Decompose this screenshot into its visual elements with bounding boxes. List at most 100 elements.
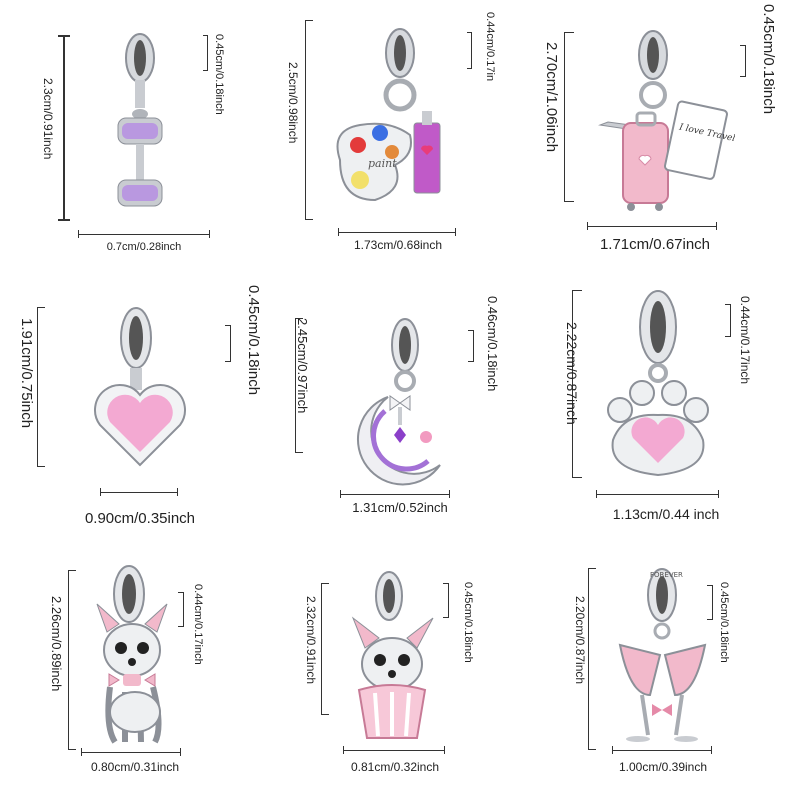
height-dimension-cap bbox=[58, 35, 70, 37]
width-label: 0.90cm/0.35inch bbox=[84, 510, 196, 527]
width-label: 0.80cm/0.31inch bbox=[90, 760, 180, 774]
height-dimension-line bbox=[63, 35, 65, 221]
bail-dimension-cap bbox=[467, 32, 472, 33]
width-label: 0.81cm/0.32inch bbox=[350, 760, 440, 774]
height-dimension-cap bbox=[68, 749, 76, 750]
moon-charm-image bbox=[356, 318, 441, 486]
height-dimension-cap bbox=[321, 583, 329, 584]
width-dimension-line bbox=[338, 232, 456, 233]
bail-label: 0.45cm/0.18inch bbox=[760, 4, 777, 115]
champagne-charm-image: FOREVER bbox=[618, 568, 707, 742]
width-label: 1.31cm/0.52inch bbox=[352, 500, 448, 515]
bail-dimension-cap bbox=[725, 336, 731, 337]
width-dimension-cap bbox=[455, 228, 456, 236]
width-dimension-cap bbox=[596, 490, 597, 498]
bail-label: 0.45cm/0.18inch bbox=[718, 582, 730, 663]
bail-dimension-cap bbox=[178, 626, 184, 627]
bail-dimension-line bbox=[745, 45, 746, 77]
height-label: 2.32cm/0.91inch bbox=[304, 596, 318, 685]
bail-dimension-cap bbox=[178, 592, 184, 593]
width-label: 1.73cm/0.68inch bbox=[353, 238, 443, 252]
height-label: 2.26cm/0.89inch bbox=[49, 596, 64, 692]
height-dimension-cap bbox=[68, 570, 76, 571]
width-dimension-cap bbox=[78, 230, 79, 238]
height-dimension-line bbox=[295, 318, 296, 453]
height-dimension-cap bbox=[295, 452, 303, 453]
width-dimension-line bbox=[596, 494, 719, 495]
width-label: 1.13cm/0.44 inch bbox=[612, 506, 720, 522]
height-label: 2.5cm/0.98inch bbox=[286, 62, 300, 144]
bail-dimension-cap bbox=[468, 330, 474, 331]
bail-dimension-cap bbox=[468, 361, 474, 362]
bail-dimension-cap bbox=[740, 45, 746, 46]
width-dimension-cap bbox=[343, 746, 344, 754]
width-dimension-cap bbox=[587, 222, 588, 230]
height-dimension-cap bbox=[37, 307, 45, 308]
bail-dimension-line bbox=[448, 583, 449, 618]
bail-label: 0.45cm/0.18inch bbox=[462, 582, 474, 663]
height-label: 2.20cm/0.87inch bbox=[573, 596, 587, 685]
height-label: 2.3cm/0.91inch bbox=[41, 78, 55, 160]
cupcake-charm-image bbox=[351, 571, 434, 739]
height-dimension-cap bbox=[588, 568, 596, 569]
width-dimension-line bbox=[81, 752, 181, 753]
width-dimension-line bbox=[612, 750, 712, 751]
height-dimension-cap bbox=[588, 749, 596, 750]
bail-label: 0.45cm/0.18inch bbox=[245, 285, 262, 396]
bail-dimension-cap bbox=[443, 617, 449, 618]
width-dimension-cap bbox=[81, 748, 82, 756]
paint-palette-charm-image: paint bbox=[336, 28, 441, 202]
bail-dimension-cap bbox=[225, 361, 231, 362]
height-dimension-line bbox=[572, 290, 573, 478]
height-dimension-line bbox=[564, 32, 565, 202]
width-label: 1.71cm/0.67inch bbox=[599, 236, 711, 253]
width-dimension-line bbox=[340, 494, 450, 495]
width-dimension-cap bbox=[100, 488, 101, 496]
bail-label: 0.45cm/0.18inch bbox=[213, 34, 225, 115]
suitcase-charm-image: I love Travel bbox=[598, 30, 735, 211]
height-dimension-cap bbox=[305, 20, 313, 21]
width-dimension-line bbox=[587, 226, 717, 227]
bail-label: 0.46cm/0.18inch bbox=[485, 296, 500, 392]
width-dimension-cap bbox=[180, 748, 181, 756]
width-label: 1.00cm/0.39inch bbox=[618, 760, 708, 774]
bail-label: 0.44cm/0.17inch bbox=[192, 584, 204, 665]
bail-dimension-cap bbox=[203, 70, 208, 71]
width-dimension-cap bbox=[444, 746, 445, 754]
width-dimension-cap bbox=[209, 230, 210, 238]
width-dimension-cap bbox=[718, 490, 719, 498]
height-dimension-cap bbox=[572, 477, 582, 478]
width-dimension-line bbox=[78, 234, 210, 235]
width-dimension-cap bbox=[612, 746, 613, 754]
height-label: 1.91cm/0.75inch bbox=[18, 318, 35, 429]
height-dimension-line bbox=[305, 20, 306, 220]
bail-dimension-cap bbox=[707, 585, 713, 586]
paw-charm-image bbox=[607, 290, 709, 477]
bail-dimension-line bbox=[471, 32, 472, 69]
height-dimension-cap bbox=[58, 219, 70, 221]
bail-label: 0.44cm/0.17in bbox=[484, 12, 496, 82]
width-label: 0.7cm/0.28inch bbox=[106, 241, 182, 253]
width-dimension-cap bbox=[177, 488, 178, 496]
height-dimension-cap bbox=[321, 714, 329, 715]
dumbbell-charm-image bbox=[117, 33, 163, 207]
height-dimension-cap bbox=[564, 32, 574, 33]
height-dimension-cap bbox=[305, 219, 313, 220]
height-dimension-line bbox=[321, 583, 322, 715]
bail-dimension-cap bbox=[740, 76, 746, 77]
height-dimension-line bbox=[37, 307, 38, 467]
bail-dimension-line bbox=[207, 35, 208, 71]
height-dimension-cap bbox=[295, 318, 303, 319]
bail-engraving: FOREVER bbox=[650, 571, 683, 579]
bail-dimension-line bbox=[712, 585, 713, 620]
width-dimension-line bbox=[100, 492, 178, 493]
width-dimension-cap bbox=[711, 746, 712, 754]
height-dimension-line bbox=[68, 570, 69, 750]
height-label: 2.45cm/0.97inch bbox=[295, 318, 310, 414]
bail-dimension-cap bbox=[443, 583, 449, 584]
height-label: 2.22cm/0.87inch bbox=[564, 322, 580, 425]
bail-dimension-line bbox=[183, 592, 184, 627]
bail-dimension-line bbox=[730, 304, 731, 337]
width-dimension-cap bbox=[449, 490, 450, 498]
width-dimension-cap bbox=[338, 228, 339, 236]
